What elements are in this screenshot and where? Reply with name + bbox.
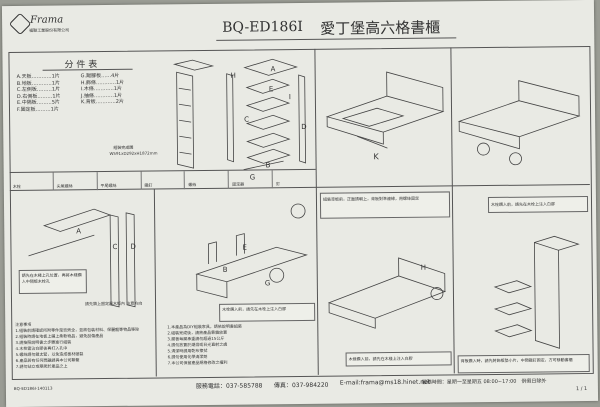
panel-letter: B bbox=[265, 161, 271, 170]
step-note-box: 木栓鑽入前，請先在木栓上注入白膠 bbox=[219, 302, 316, 322]
step-note: 背板鑽入時，請先將飾板墊小片，中間鐵釘固定，方可移動書櫃 bbox=[460, 357, 573, 364]
part-item: E.中隔板………5片 bbox=[16, 99, 60, 106]
panel-letter: I bbox=[288, 93, 292, 102]
fax-number: 037-984220 bbox=[291, 381, 329, 390]
company-name: 福聯工業股份有限公司 bbox=[29, 27, 70, 33]
panel-letter: D bbox=[130, 242, 136, 251]
notice-item: 7.本公司保留產品規格修改之權利 bbox=[167, 359, 228, 366]
part-item: C.左側板………1片 bbox=[16, 86, 61, 93]
notices-right: 1.本產品為DIY組裝家具，請依說明書組裝 2.組裝完成後，請將產品靠牆放置 3… bbox=[167, 324, 242, 367]
fax-label: 傳真： bbox=[273, 382, 292, 390]
panel-letter: H bbox=[230, 71, 236, 80]
step-note: 木條鑽入前，請先在木棧上注入白膠 bbox=[348, 355, 413, 362]
step-note: 木栓鑽入前，請先在木栓上注入白膠 bbox=[222, 306, 287, 312]
panel-letter: D bbox=[301, 122, 307, 131]
hardware-cell: 尖尾螺絲 bbox=[53, 172, 98, 191]
hardware-cell: 平尾螺絲 bbox=[97, 171, 142, 191]
hardware-cell: 木栓 bbox=[9, 172, 54, 192]
footer-hours: 服務時間：星期一至星期五 08:00~17:00 例假日除外 bbox=[421, 378, 547, 386]
footer-code: BQ-ED186I-140113 bbox=[13, 385, 53, 392]
brand-logo bbox=[8, 12, 32, 36]
panel-letter: C bbox=[244, 115, 250, 124]
panel-letter: A bbox=[270, 65, 276, 74]
part-item: A.天板…………1片 bbox=[16, 73, 60, 80]
step-note-box: 背板鑽入時，請先將飾板墊小片，中間鐵釘固定，方可移動書櫃 bbox=[457, 353, 590, 374]
step-3-drawing bbox=[327, 257, 447, 329]
footer-fax: 傳真：037-984220 bbox=[274, 380, 329, 390]
model-number: BQ-ED186I bbox=[222, 18, 303, 36]
panel-letter: K bbox=[373, 152, 379, 162]
panel-letter: B bbox=[222, 265, 228, 274]
part-item: K.背板…………2片 bbox=[80, 98, 125, 106]
step-drawer-drawing bbox=[457, 80, 581, 166]
panel-letter: E bbox=[268, 85, 274, 94]
step-note-box: 請先在木棧上孔位置，再將木棧鑽入中隔板木栓孔 bbox=[18, 269, 87, 294]
step-back-panel-drawing bbox=[325, 71, 445, 149]
step-note: 木栓鑽入前，請先在木栓上注入白膠 bbox=[490, 201, 556, 207]
panel-letter: G bbox=[249, 173, 256, 182]
service-phone: 037-585788 bbox=[225, 382, 263, 390]
notices-left: 注意事項 1.組裝前請確認所附零件是否齊全，並將包裝材料、保麗龍等物品移除 2.… bbox=[15, 321, 139, 370]
footer-email: E-mail:frama@ms18.hinet.net bbox=[339, 378, 431, 387]
parts-list-left: A.天板…………1片 B.地板…………1片 C.左側板………1片 D.右側板……… bbox=[17, 74, 61, 113]
part-item: G.踢腳板……4片 bbox=[80, 72, 120, 80]
part-item: I.木條…………1片 bbox=[80, 85, 123, 93]
service-label: 服務電話： bbox=[195, 382, 226, 391]
panel-letter: G bbox=[264, 279, 271, 288]
part-item: F.固定板………1片 bbox=[16, 106, 59, 113]
step-note: 請先鎖上固定器木板內 注意方向 bbox=[85, 300, 143, 307]
assembled-dimensions: W591xD292xH1872mm bbox=[109, 150, 158, 156]
step-note: 請先在木棧上孔位置，再將木棧鑽入中隔板木栓孔 bbox=[21, 272, 82, 284]
panel-letter: C bbox=[112, 242, 118, 251]
panel-letter: E bbox=[242, 243, 247, 252]
footer-service: 服務電話：037-585788 bbox=[196, 380, 263, 390]
panel-letter: H bbox=[420, 263, 426, 272]
exploded-view-drawing bbox=[172, 58, 306, 170]
brand-name: Frama bbox=[30, 14, 64, 26]
panel-letter: A bbox=[76, 227, 82, 236]
step-note-box: 木條鑽入前，請先在木棧上注入白膠 bbox=[345, 351, 452, 367]
step-4-drawing bbox=[493, 235, 580, 349]
parts-list-right: G.踢腳板……4片 H.飾條…………1片 I.木條…………1片 J.抽條…………… bbox=[81, 73, 125, 106]
product-title: 愛丁堡高六格書櫃 bbox=[320, 18, 441, 38]
footer-page: 1 / 1 bbox=[575, 386, 588, 393]
step-1-drawing bbox=[28, 208, 136, 308]
step-2-drawing bbox=[195, 203, 308, 299]
step-note-box: 木栓鑽入前，請先在木栓上注入白膠 bbox=[487, 195, 589, 214]
